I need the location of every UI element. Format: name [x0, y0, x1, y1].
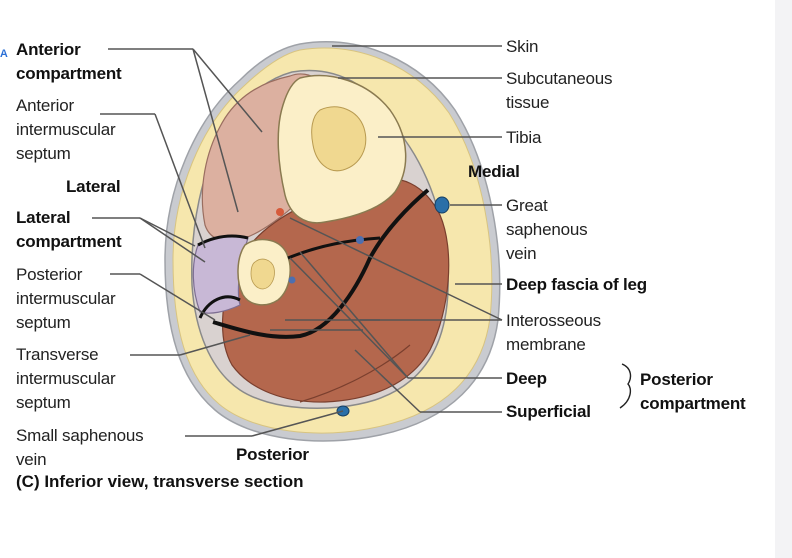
anterior-tibial-vessels — [276, 208, 284, 216]
label-tibia: Tibia — [506, 128, 542, 147]
label-anterior-septum: Anterior intermuscular septum — [16, 96, 116, 163]
figure-caption: (C) Inferior view, transverse section — [16, 472, 304, 491]
great-saphenous-vein — [434, 196, 450, 214]
leader-lines — [92, 45, 503, 437]
marker-glyph: ᴬ — [0, 48, 8, 65]
label-posterior: Posterior — [236, 445, 309, 464]
deep-superficial-divider — [299, 344, 411, 403]
fibula-marrow — [250, 258, 275, 290]
right-edge-strip — [775, 0, 792, 558]
posterior-septum-line — [198, 295, 241, 319]
label-transverse-septum: Transverse intermuscular septum — [16, 345, 116, 412]
label-medial: Medial — [468, 162, 520, 181]
tibia-marrow — [311, 106, 367, 172]
label-posterior-septum: Posterior intermuscular septum — [16, 265, 116, 332]
label-deep-fascia: Deep fascia of leg — [506, 275, 647, 294]
label-posterior-compartment: Posterior compartment — [640, 370, 746, 413]
posterior-compartment-brace — [619, 363, 632, 409]
label-lateral: Lateral — [66, 177, 121, 196]
label-skin: Skin — [506, 37, 539, 56]
anterior-septum-line — [197, 234, 249, 247]
label-anterior-compartment: Anterior compartment — [16, 40, 122, 83]
label-great-saphenous-vein: Great saphenous vein — [506, 196, 588, 263]
label-subcutaneous: Subcutaneous tissue — [506, 69, 613, 112]
label-deep: Deep — [506, 369, 547, 388]
transverse-septum-line — [212, 188, 430, 339]
fibular-vessels — [288, 276, 296, 284]
label-superficial: Superficial — [506, 402, 591, 421]
posterior-tibial-vessels — [356, 236, 364, 244]
label-lateral-compartment: Lateral compartment — [16, 208, 122, 251]
label-small-saphenous-vein: Small saphenous vein — [16, 426, 144, 469]
label-interosseous: Interosseous membrane — [506, 311, 601, 354]
interosseous-membrane — [287, 236, 381, 260]
